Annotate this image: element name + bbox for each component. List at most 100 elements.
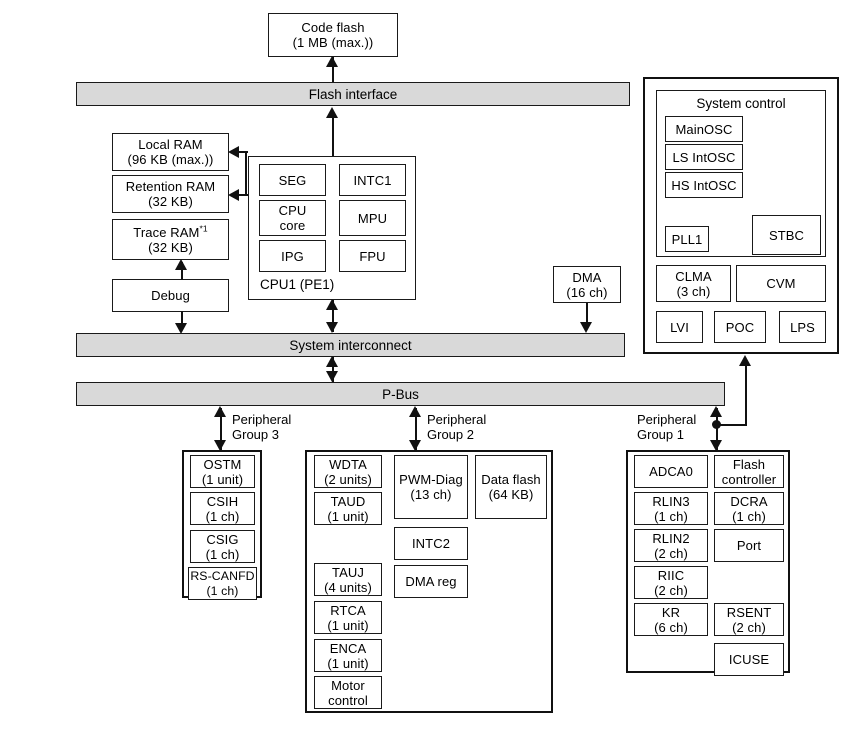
arrowhead-down-dma	[580, 322, 592, 333]
connector-cpu-localram	[236, 151, 248, 153]
retention-ram-block: Retention RAM (32 KB)	[112, 175, 229, 213]
dma-line1: DMA	[572, 269, 602, 285]
group2-wdta-line2: (2 units)	[324, 471, 372, 487]
group2-tauj-line1: TAUJ	[332, 564, 364, 580]
connector-interconnect-pbus	[332, 357, 334, 382]
connector-cpu-retentionram	[236, 194, 248, 196]
group2-enca-line2: (1 unit)	[327, 655, 369, 671]
group1-rsent-line1: RSENT	[726, 604, 772, 620]
system-control-lps: LPS	[779, 311, 826, 343]
system-control-hs-intosc: HS IntOSC	[665, 172, 743, 198]
dma-line2: (16 ch)	[566, 284, 608, 300]
group1-rlin3-line2: (1 ch)	[654, 508, 688, 524]
group2-item-data-flash: Data flash (64 KB)	[475, 455, 547, 519]
connector-cpu-interconnect	[332, 300, 334, 332]
group2-item-intc2: INTC2	[394, 527, 468, 560]
group3-item-csih: CSIH (1 ch)	[190, 492, 255, 525]
flash-interface-bus: Flash interface	[76, 82, 630, 106]
arrowhead-up-group1	[710, 406, 722, 417]
local-ram-block: Local RAM (96 KB (max.))	[112, 133, 229, 171]
group2-intc2-line1: INTC2	[411, 536, 451, 551]
arrowhead-up-group2	[409, 406, 421, 417]
cpu-cell-ipg-line1: IPG	[281, 248, 304, 264]
group2-rtca-line2: (1 unit)	[327, 617, 369, 633]
trace-ram-footnote: *1	[199, 223, 208, 234]
debug-label: Debug	[151, 288, 190, 303]
arrowhead-up-syscontrol	[739, 355, 751, 366]
group1-kr-line1: KR	[661, 604, 681, 620]
group2-data-flash-line1: Data flash	[481, 472, 541, 487]
connector-pbus-syscontrol-horizontal	[716, 424, 747, 426]
p-bus: P-Bus	[76, 382, 725, 406]
group3-item-rs-canfd: RS-CANFD (1 ch)	[188, 567, 257, 600]
system-control-cvm: CVM	[736, 265, 826, 302]
trace-ram-line1: Trace RAM	[133, 224, 200, 240]
group1-item-port: Port	[714, 529, 784, 562]
group2-pwm-line1: PWM-Diag	[399, 472, 463, 487]
group2-enca-line1: ENCA	[329, 640, 367, 656]
group1-flash-ctrl-line1: Flash	[732, 456, 766, 472]
system-control-stbc: STBC	[752, 215, 821, 255]
cpu-cell-mpu: MPU	[339, 200, 406, 236]
connector-cpu-flashif	[332, 118, 334, 158]
connector-flashif-codeflash	[332, 57, 334, 83]
lps-label: LPS	[790, 319, 815, 335]
ls-intosc-label: LS IntOSC	[672, 149, 736, 165]
peripheral-group-2-caption: Peripheral Group 2	[427, 412, 487, 442]
group1-riic-line1: RIIC	[657, 567, 685, 583]
code-flash-block: Code flash (1 MB (max.))	[268, 13, 398, 57]
cpu-cell-seg-line1: SEG	[278, 172, 307, 188]
group1-icuse-line1: ICUSE	[728, 652, 770, 667]
arrowhead-down-group3	[214, 440, 226, 451]
connector-pbus-group1	[716, 408, 718, 450]
group1-item-flash-controller: Flash controller	[714, 455, 784, 488]
connector-debug-traceram	[181, 262, 183, 280]
group3-csig-line1: CSIG	[206, 531, 239, 547]
peripheral-group-1-caption: Peripheral Group 1	[637, 412, 697, 442]
group1-rlin3-line1: RLIN3	[652, 493, 690, 509]
code-flash-line1: Code flash	[301, 20, 365, 35]
p-bus-label: P-Bus	[382, 386, 419, 402]
arrowhead-up-cpu-interconnect	[326, 299, 338, 310]
system-control-ls-intosc: LS IntOSC	[665, 144, 743, 170]
system-interconnect-label: System interconnect	[289, 337, 412, 353]
pll1-label: PLL1	[671, 231, 703, 247]
dma-block: DMA (16 ch)	[553, 266, 621, 303]
mainosc-label: MainOSC	[675, 121, 733, 137]
group2-motor-line1: Motor	[331, 677, 365, 693]
system-interconnect-bus: System interconnect	[76, 333, 625, 357]
group1-item-kr: KR (6 ch)	[634, 603, 708, 636]
retention-ram-line1: Retention RAM	[125, 179, 216, 194]
group2-motor-line2: control	[328, 692, 368, 708]
group3-rs-canfd-line2: (1 ch)	[206, 583, 239, 598]
arrowhead-left-localram	[228, 146, 239, 158]
code-flash-line2: (1 MB (max.))	[292, 35, 374, 50]
group2-item-pwm-diag: PWM-Diag (13 ch)	[394, 455, 468, 519]
cpu-cell-mpu-line1: MPU	[357, 210, 388, 226]
cvm-label: CVM	[766, 276, 796, 291]
connector-pbus-syscontrol-vertical	[745, 362, 747, 425]
system-control-title: System control	[696, 96, 786, 111]
arrowhead-up-traceram	[175, 259, 187, 270]
cpu-cell-intc1-line1: INTC1	[353, 172, 392, 188]
clma-line2: (3 ch)	[676, 283, 711, 299]
cpu1-label: CPU1 (PE1)	[260, 277, 335, 292]
connector-debug-interconnect	[181, 311, 183, 330]
local-ram-line1: Local RAM	[138, 137, 203, 152]
cpu-cell-fpu: FPU	[339, 240, 406, 272]
group3-rs-canfd-line1: RS-CANFD	[190, 568, 255, 583]
group1-item-adca0: ADCA0	[634, 455, 708, 488]
cpu-cell-seg: SEG	[259, 164, 326, 196]
group3-item-ostm: OSTM (1 unit)	[190, 455, 255, 488]
group2-item-enca: ENCA (1 unit)	[314, 639, 382, 672]
group1-dcra-line1: DCRA	[730, 493, 768, 509]
system-control-mainosc: MainOSC	[665, 116, 743, 142]
peripheral-group-3-caption: Peripheral Group 3	[232, 412, 292, 442]
trace-ram-block: Trace RAM*1 (32 KB)	[112, 219, 229, 260]
cpu-cell-fpu-line1: FPU	[359, 248, 386, 264]
group2-item-rtca: RTCA (1 unit)	[314, 601, 382, 634]
group1-kr-line2: (6 ch)	[654, 619, 688, 635]
cpu-cell-cpu-core-line2: core	[279, 218, 306, 233]
group3-csih-line1: CSIH	[206, 493, 239, 509]
group2-dma-reg-line1: DMA reg	[405, 574, 457, 589]
